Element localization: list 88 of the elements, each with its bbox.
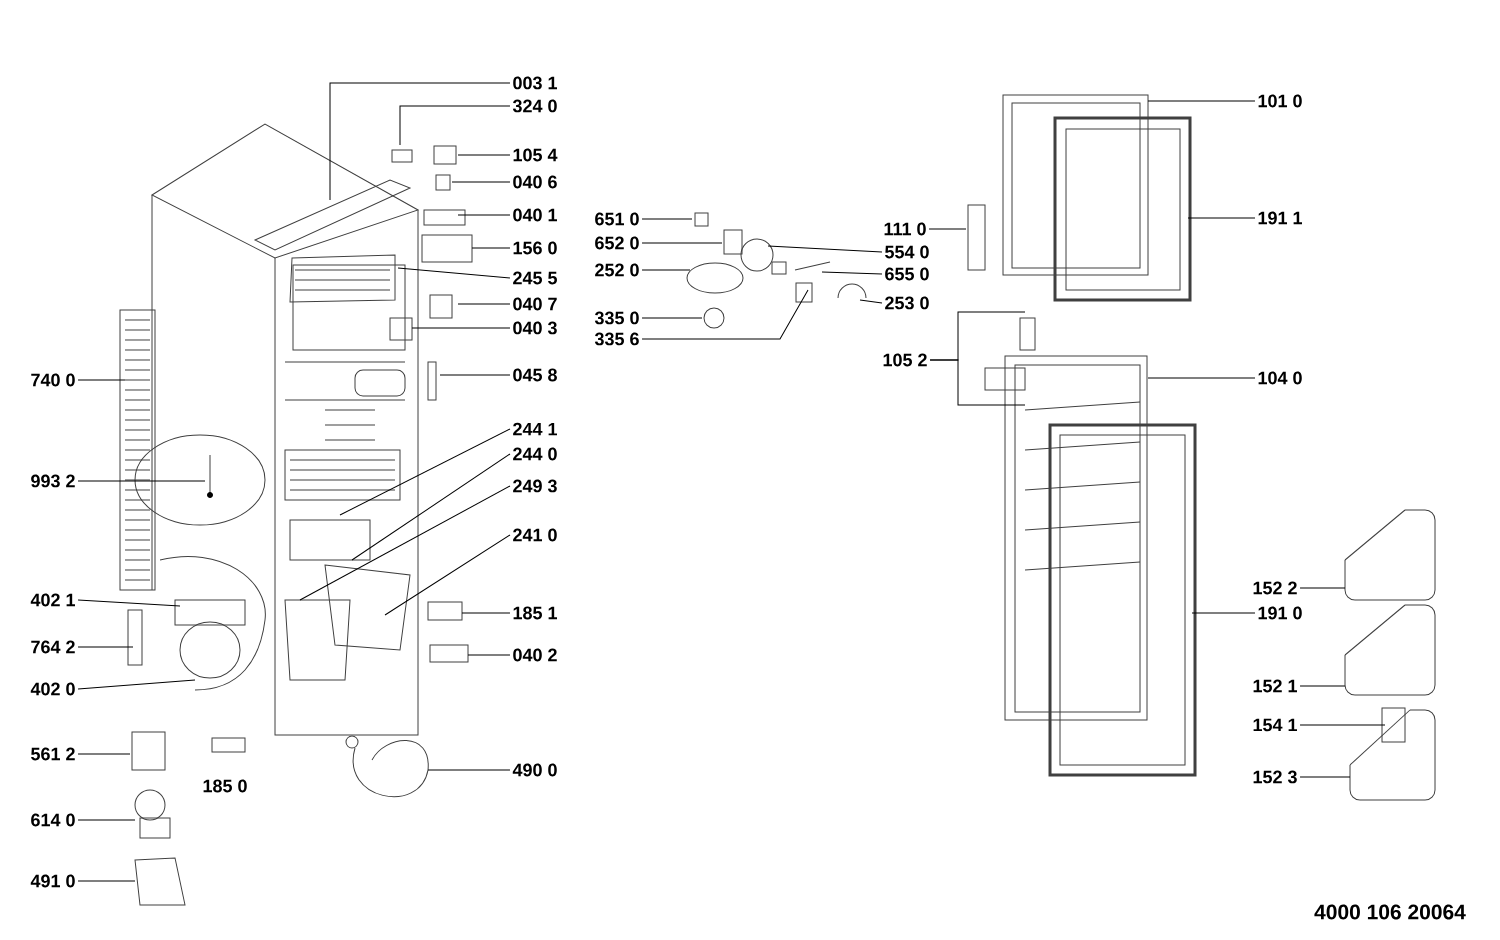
leader-line [461,612,511,614]
callout-number: 101 0 [1258,94,1302,108]
leader-line [411,327,511,329]
leader-line [77,679,196,690]
leader-line [1191,612,1256,614]
leader-line [384,534,511,616]
callout-number: 152 3 [1253,770,1297,784]
leader-line [821,271,883,275]
callout-number: 185 0 [203,779,247,793]
callout-number: 040 2 [513,648,557,662]
callout-number: 740 0 [31,373,75,387]
callout-number: 241 0 [513,528,557,542]
callout-number: 993 2 [31,474,75,488]
callout-number: 655 0 [885,267,929,281]
leader-line [397,267,511,279]
callout-number: 152 2 [1253,581,1297,595]
callout-number: 335 0 [594,311,639,325]
callout-number: 402 0 [30,682,75,696]
callout-number: 003 1 [513,76,557,90]
callout-number: 253 0 [885,296,929,310]
leader-line [767,245,883,253]
leader-line [339,428,511,516]
leader-line [1299,587,1346,589]
callout-number: 252 0 [595,263,639,277]
leader-line [457,154,511,156]
leader-line [929,359,1026,406]
callout-number: 185 1 [513,606,557,620]
callout-number: 045 8 [513,368,557,382]
drawing-number: 4000 106 20064 [1314,904,1466,920]
leader-line [641,289,809,340]
leader-line [457,214,511,216]
leader-line [1187,217,1256,219]
callout-number: 040 6 [513,175,557,189]
callout-number: 105 2 [883,353,927,367]
leader-line [77,880,136,882]
leader-line [77,753,131,755]
callout-number: 249 3 [513,479,557,493]
callout-number: 111 0 [884,222,926,236]
leader-line [329,82,511,201]
callout-number: 040 7 [513,297,557,311]
callout-number: 191 1 [1258,211,1302,225]
leader-line [1299,776,1351,778]
leader-line [77,599,181,607]
callout-number: 561 2 [31,747,75,761]
leader-line [641,269,691,271]
leader-line [77,480,206,482]
callout-number: 105 4 [513,148,558,162]
callout-number: 040 3 [513,321,557,335]
callout-number: 156 0 [513,241,557,255]
leader-line [351,453,511,561]
callout-number: 154 1 [1253,718,1297,732]
callout-number: 324 0 [512,99,557,113]
leader-line [641,242,723,244]
leader-line [77,819,136,821]
leader-line [1147,100,1256,102]
leader-line [928,228,967,230]
leader-line [299,485,511,601]
leader-line [641,317,703,319]
leader-line [77,379,126,381]
leader-line [1299,685,1346,687]
leader-line [641,218,693,220]
callout-number: 244 1 [513,422,557,436]
leader-line [1147,377,1256,379]
callout-number: 764 2 [31,640,75,654]
leader-line [1299,724,1386,726]
callout-number: 191 0 [1258,606,1302,620]
callout-number: 335 6 [594,332,639,346]
callout-number: 104 0 [1258,371,1302,385]
callout-number: 402 1 [30,593,75,607]
leader-line [457,303,511,305]
leader-line [439,374,511,376]
callout-number: 554 0 [885,245,929,259]
leader-line [471,247,511,249]
callout-number: 491 0 [30,874,75,888]
leader-line [77,646,134,648]
callout-number: 245 5 [513,271,557,285]
callout-number: 152 1 [1253,679,1297,693]
leader-line [427,769,511,771]
leader-line [451,181,511,183]
leader-line [399,105,511,146]
callout-number: 614 0 [31,813,75,827]
callout-number: 244 0 [513,447,557,461]
leader-line [467,654,511,656]
callout-number: 040 1 [513,208,557,222]
callout-number: 651 0 [595,212,639,226]
callout-number: 652 0 [595,236,639,250]
leader-line [859,299,883,304]
callout-number: 490 0 [512,763,557,777]
